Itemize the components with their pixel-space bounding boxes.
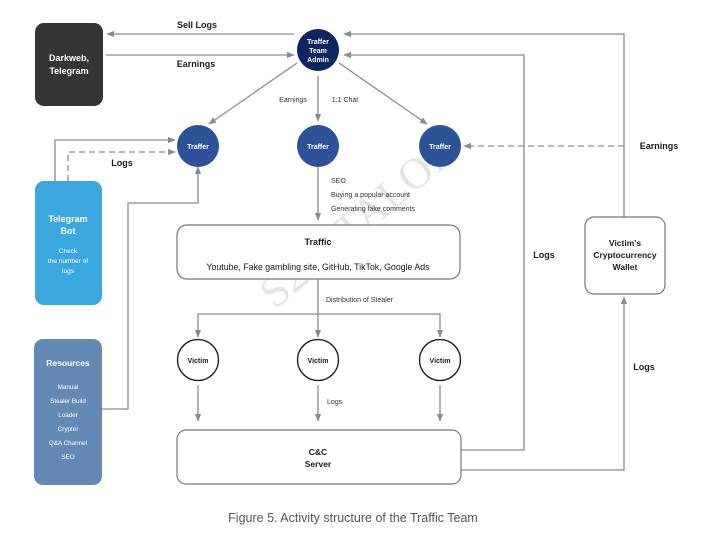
edge-admin-to-traffer-left [208,62,298,125]
traffer-right-label: Traffer [429,144,451,151]
resources-item: Q&A Channel [49,440,87,447]
node-traffer-team-admin: Traffer Team Admin [297,29,339,71]
label-earnings-top: Earnings [177,59,216,69]
edge-bot-to-traffer-solid [54,136,176,181]
node-victim-left: Victim [176,338,220,382]
label-seo-method: Generating fake comments [331,206,416,213]
telegram-bot-desc-line2: the number of [48,258,88,265]
victim-left-label: Victim [188,358,209,365]
admin-label-line2: Team [309,48,327,55]
edge-bot-to-traffer-logs-dashed [67,148,176,181]
edge-admin-to-traffer-right [338,62,428,125]
label-seo-method: Buying a popular account [331,192,410,199]
edge-distribution-left [194,313,318,338]
figure-caption: Figure 5. Activity structure of the Traf… [228,511,478,525]
resources-title: Resources [46,358,90,368]
traffer-center-label: Traffer [307,144,329,151]
label-1to1-chat: 1:1 Chat [332,97,359,104]
node-victim-center: Victim [296,338,340,382]
label-seo-method: SEO [331,178,346,185]
edge-resources-to-traffer [102,166,202,410]
telegram-bot-desc-line3: logs [62,268,75,275]
label-logs-cnc-admin: Logs [533,250,555,260]
node-cnc-server: C&C Server [176,429,462,485]
resources-item: SEO [61,454,74,461]
telegram-bot-title-line2: Bot [61,226,76,236]
resources-item: Loader [58,412,78,419]
label-logs-bot: Logs [111,158,133,168]
cnc-label-line2: Server [305,459,332,469]
darkweb-label-line2: Telegram [49,66,88,76]
edge-wallet-to-admin [343,30,625,217]
wallet-label-line2: Cryptocurrency [593,250,657,260]
node-darkweb: Darkweb, Telegram [35,23,103,106]
telegram-bot-title-line1: Telegram [48,214,87,224]
node-resources: Resources Manual Stealer Build Loader Cr… [34,339,102,485]
victim-center-label: Victim [308,358,329,365]
label-sell-logs: Sell Logs [177,20,217,30]
admin-label-line3: Admin [307,57,329,64]
node-traffer-center: Traffer [297,125,339,167]
traffer-left-label: Traffer [187,144,209,151]
wallet-label-line1: Victim’s [609,238,641,248]
wallet-label-line3: Wallet [613,262,638,272]
darkweb-label-line1: Darkweb, [49,53,89,63]
resources-item: Manual [58,384,79,391]
traffic-title: Traffic [304,237,331,247]
resources-item: Stealer Build [50,398,86,405]
node-traffic: Traffic Youtube, Fake gambling site, Git… [176,224,461,280]
label-logs-wallet: Logs [633,362,655,372]
label-distribution: Distribution of Stealer [326,297,394,304]
cnc-label-line1: C&C [309,447,327,457]
traffic-sources: Youtube, Fake gambling site, GitHub, Tik… [206,262,430,272]
label-earnings-right: Earnings [640,141,679,151]
edge-cnc-to-admin-logs [343,51,525,451]
node-victim-wallet: Victim’s Cryptocurrency Wallet [584,216,666,295]
victim-right-label: Victim [430,358,451,365]
edge-cnc-to-wallet-logs [461,296,628,471]
node-telegram-bot: Telegram Bot Check the number of logs [35,181,102,305]
telegram-bot-desc-line1: Check [59,248,78,255]
node-traffer-right: Traffer [419,125,461,167]
node-victim-right: Victim [418,338,462,382]
edge-distribution-right [318,313,444,338]
admin-label-line1: Traffer [307,39,329,46]
label-earnings-admin: Earnings [279,97,307,104]
node-traffer-left: Traffer [177,125,219,167]
resources-item: Crypter [58,426,79,433]
label-logs-victim: Logs [327,399,343,406]
